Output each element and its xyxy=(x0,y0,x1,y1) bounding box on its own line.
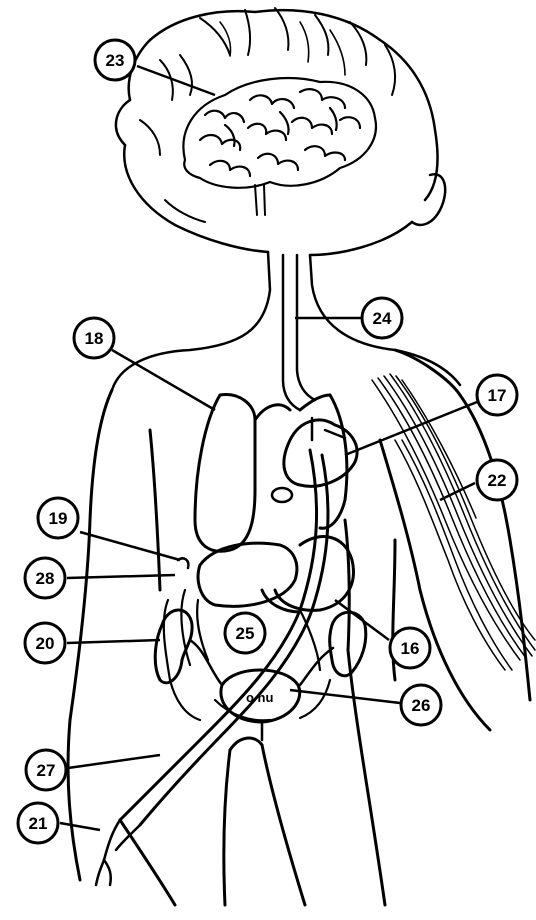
spine xyxy=(283,255,315,410)
stomach xyxy=(262,537,353,612)
callout-19: 19 xyxy=(38,498,78,538)
hair-outline xyxy=(112,8,460,390)
callout-17: 17 xyxy=(477,375,517,415)
callout-label-22: 22 xyxy=(488,471,507,490)
callout-label-24: 24 xyxy=(373,309,392,328)
brain xyxy=(183,78,376,215)
callout-25: 25 xyxy=(225,613,265,653)
callout-label-25: 25 xyxy=(236,624,255,643)
callout-16: 16 xyxy=(390,628,430,668)
callout-23: 23 xyxy=(95,40,135,80)
callout-18: 18 xyxy=(74,318,114,358)
liver xyxy=(198,543,297,606)
body-outline xyxy=(68,350,530,905)
callout-22: 22 xyxy=(477,460,517,500)
callout-label-16: 16 xyxy=(401,639,420,658)
callout-label-18: 18 xyxy=(85,329,104,348)
arm-muscle xyxy=(372,374,535,670)
leg-nerve xyxy=(96,820,140,885)
callout-label-23: 23 xyxy=(106,51,125,70)
callout-28: 28 xyxy=(25,558,65,598)
callout-label-21: 21 xyxy=(29,814,48,833)
callout-label-19: 19 xyxy=(49,509,68,528)
callout-label-17: 17 xyxy=(488,386,507,405)
callout-label-20: 20 xyxy=(36,634,55,653)
callout-24: 24 xyxy=(362,298,402,338)
callout-label-27: 27 xyxy=(37,761,56,780)
callout-20: 20 xyxy=(25,623,65,663)
callout-label-28: 28 xyxy=(36,569,55,588)
callout-27: 27 xyxy=(26,750,66,790)
callout-26: 26 xyxy=(401,685,441,725)
callout-21: 21 xyxy=(18,803,58,843)
callout-label-26: 26 xyxy=(412,696,431,715)
